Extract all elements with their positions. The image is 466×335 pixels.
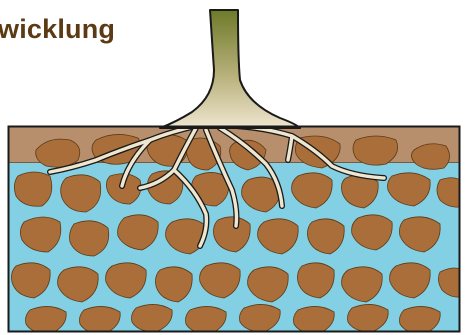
- soil-particle: [353, 136, 398, 165]
- plant-stem: [160, 10, 300, 128]
